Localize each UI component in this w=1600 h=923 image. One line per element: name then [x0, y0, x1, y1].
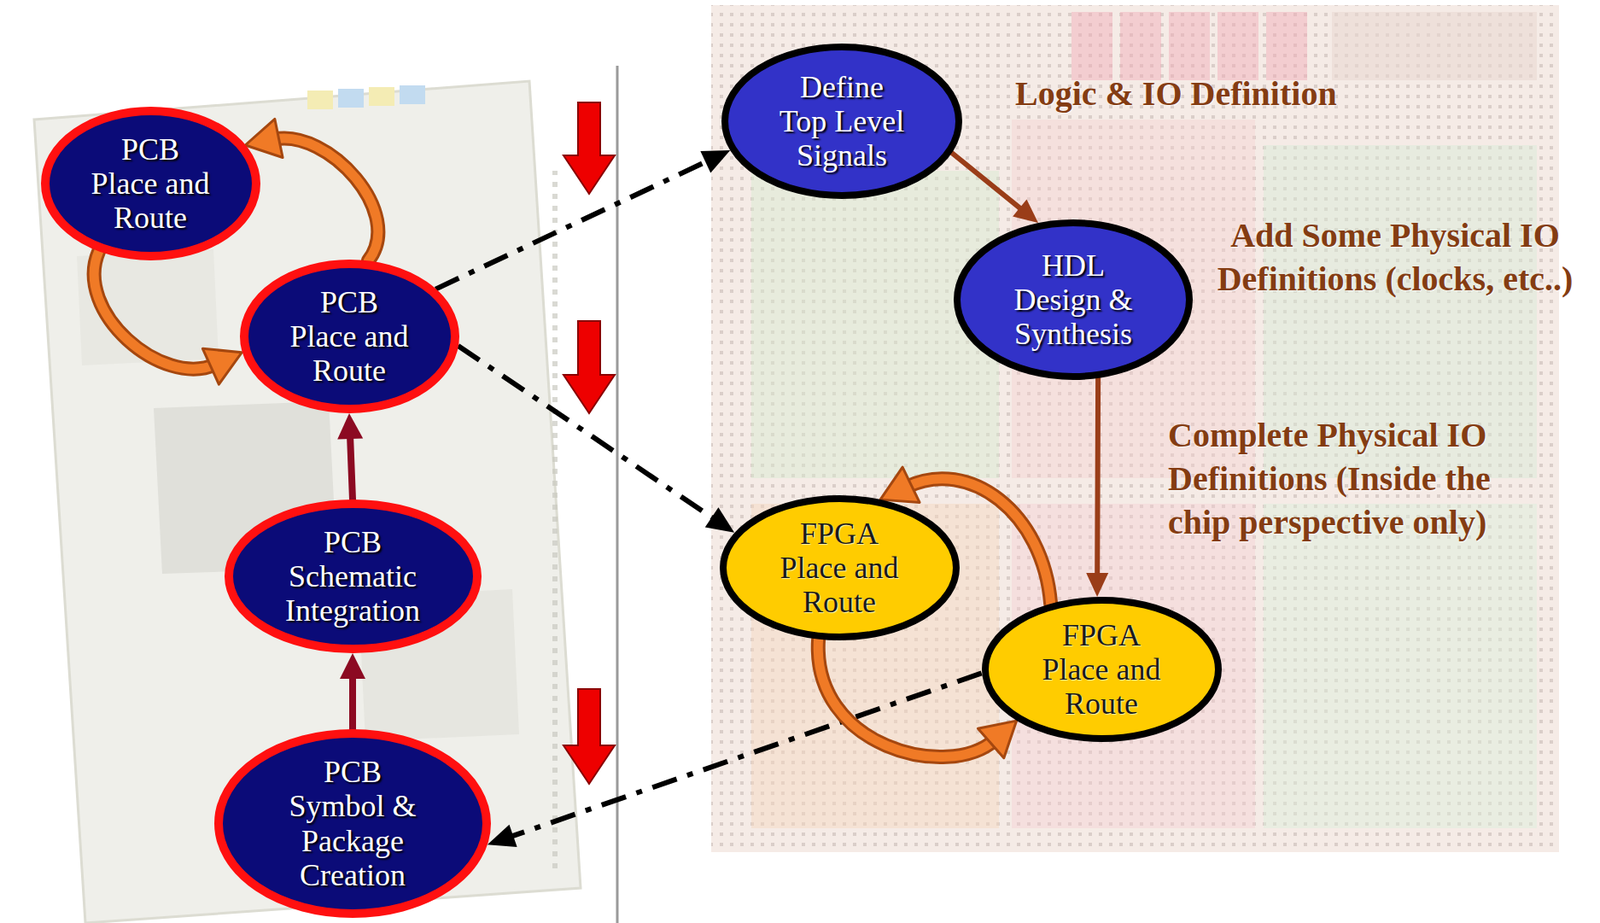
ellipse-shape	[218, 733, 487, 914]
arrowhead	[337, 413, 363, 440]
die-block	[1266, 11, 1308, 81]
arrowhead	[880, 467, 920, 503]
arrowhead	[339, 653, 366, 679]
connector-line	[350, 434, 353, 500]
divider-line	[616, 65, 619, 923]
connector-line	[458, 345, 716, 520]
arrowhead	[705, 507, 735, 533]
connector-line	[1094, 378, 1101, 577]
arrowhead	[977, 720, 1017, 759]
annotation-box: Complete Physical IO Definitions (Inside…	[1167, 413, 1520, 545]
pcb-board	[34, 81, 581, 923]
down-block-arrow	[563, 102, 615, 194]
arrowhead	[245, 118, 283, 158]
ellipse-shape	[724, 46, 959, 196]
connector-line	[274, 138, 379, 261]
die-region	[1263, 503, 1537, 829]
step-label: PCB Place and Route	[89, 132, 212, 236]
pcb-step-ellipse: PCB Symbol & Package Creation	[214, 729, 491, 918]
board-led	[399, 85, 426, 105]
arrowhead	[487, 824, 518, 847]
connector-line	[93, 251, 216, 369]
annotation-box: Add Some Physical IO Definitions (clocks…	[1198, 213, 1592, 301]
down-block-arrow	[563, 321, 615, 414]
connector-line	[817, 639, 995, 758]
die-region	[751, 503, 999, 829]
ellipse-shape	[228, 503, 478, 649]
step-label: FPGA Place and Route	[778, 516, 901, 620]
ellipse-shape	[45, 110, 257, 257]
fpga-step-ellipse: FPGA Place and Route	[981, 596, 1222, 742]
step-label: FPGA Place and Route	[1040, 618, 1163, 722]
die-block	[1120, 11, 1162, 81]
node-text-group: PCB Place and Route	[288, 285, 411, 389]
die-block	[1331, 11, 1537, 81]
dash-dot-arrow	[435, 150, 730, 290]
node-text-group: PCB Place and Route	[89, 132, 212, 236]
arrowhead	[700, 150, 730, 173]
flow-arrow	[1086, 378, 1109, 597]
step-label: PCB Symbol & Package Creation	[282, 754, 424, 893]
arrowhead	[1012, 198, 1039, 223]
board-connector	[546, 170, 561, 871]
board-led	[307, 90, 333, 110]
flow-arrow	[339, 653, 366, 730]
iteration-arrow	[245, 118, 379, 261]
connector-line	[817, 639, 995, 758]
board-led	[368, 87, 395, 106]
step-label: HDL Design & Synthesis	[1009, 248, 1138, 352]
hdl-step-ellipse: HDL Design & Synthesis	[953, 219, 1193, 380]
step-label: Define Top Level Signals	[775, 70, 909, 174]
chip-die	[711, 5, 1560, 853]
die-block	[1071, 11, 1113, 81]
die-io-grid	[711, 5, 1560, 853]
step-label: PCB Schematic Integration	[282, 525, 424, 629]
board-led	[338, 88, 364, 108]
die-block	[1217, 11, 1259, 81]
pcb-step-ellipse: PCB Place and Route	[40, 106, 261, 261]
iteration-arrow	[93, 251, 242, 385]
hdl-step-ellipse: Define Top Level Signals	[721, 43, 963, 199]
annotation-text: Logic & IO Definition	[1015, 71, 1374, 116]
ellipse-shape	[723, 498, 957, 637]
ellipse-shape	[244, 263, 456, 409]
connector-line	[274, 138, 379, 261]
annotation-text: Complete Physical IO Definitions (Inside…	[1167, 413, 1520, 545]
node-text-group: PCB Schematic Integration	[282, 525, 424, 629]
node-text-group: FPGA Place and Route	[1040, 618, 1163, 722]
dash-dot-arrow	[458, 345, 736, 533]
node-text-group: HDL Design & Synthesis	[1009, 248, 1138, 352]
die-block	[1168, 11, 1210, 81]
annotation-box: Logic & IO Definition	[1015, 71, 1374, 116]
step-label: PCB Place and Route	[288, 285, 411, 389]
down-block-arrow	[563, 689, 615, 784]
connector-line	[93, 251, 216, 369]
arrowhead	[202, 348, 242, 385]
ellipse-shape	[957, 222, 1190, 377]
node-text-group: Define Top Level Signals	[775, 70, 909, 174]
ellipse-shape	[985, 600, 1219, 739]
connector-line	[349, 675, 357, 730]
node-text-group: PCB Symbol & Package Creation	[282, 754, 424, 893]
fpga-step-ellipse: FPGA Place and Route	[719, 495, 960, 641]
flow-arrow	[337, 413, 363, 500]
pcb-step-ellipse: PCB Schematic Integration	[224, 499, 482, 654]
pcb-step-ellipse: PCB Place and Route	[239, 259, 460, 414]
node-text-group: FPGA Place and Route	[778, 516, 901, 620]
connector-line	[951, 152, 1023, 211]
arrowhead	[1086, 572, 1109, 597]
connector-line	[435, 160, 709, 290]
annotation-text: Add Some Physical IO Definitions (clocks…	[1198, 213, 1592, 301]
flow-arrow	[951, 152, 1039, 223]
